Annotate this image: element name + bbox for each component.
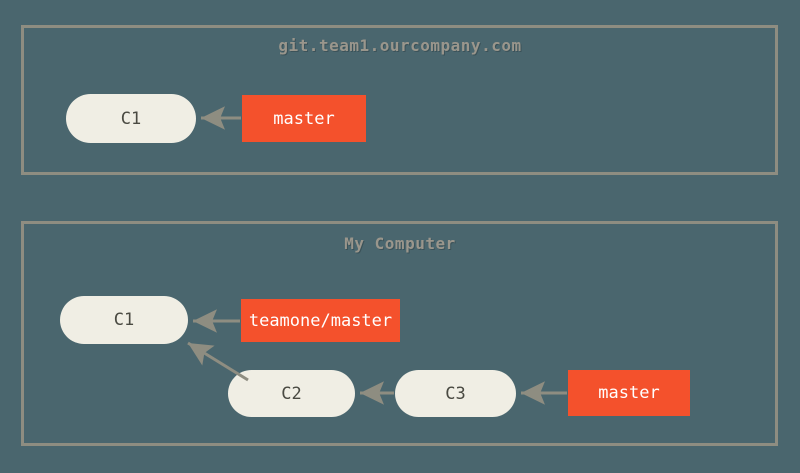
commit-node-c2-local[interactable]: C2	[228, 370, 355, 417]
remote-server-panel	[21, 25, 778, 175]
branch-label-master-remote[interactable]: master	[242, 95, 366, 142]
commit-node-c3-local[interactable]: C3	[395, 370, 516, 417]
commit-node-c1-local[interactable]: C1	[60, 296, 188, 344]
local-computer-panel	[21, 221, 778, 446]
branch-label-master-local[interactable]: master	[568, 370, 690, 416]
local-computer-panel-title: My Computer	[344, 234, 456, 253]
remote-server-panel-title: git.team1.ourcompany.com	[278, 36, 522, 55]
branch-label-teamone-master[interactable]: teamone/master	[241, 299, 400, 342]
commit-node-c1-remote[interactable]: C1	[66, 94, 196, 143]
